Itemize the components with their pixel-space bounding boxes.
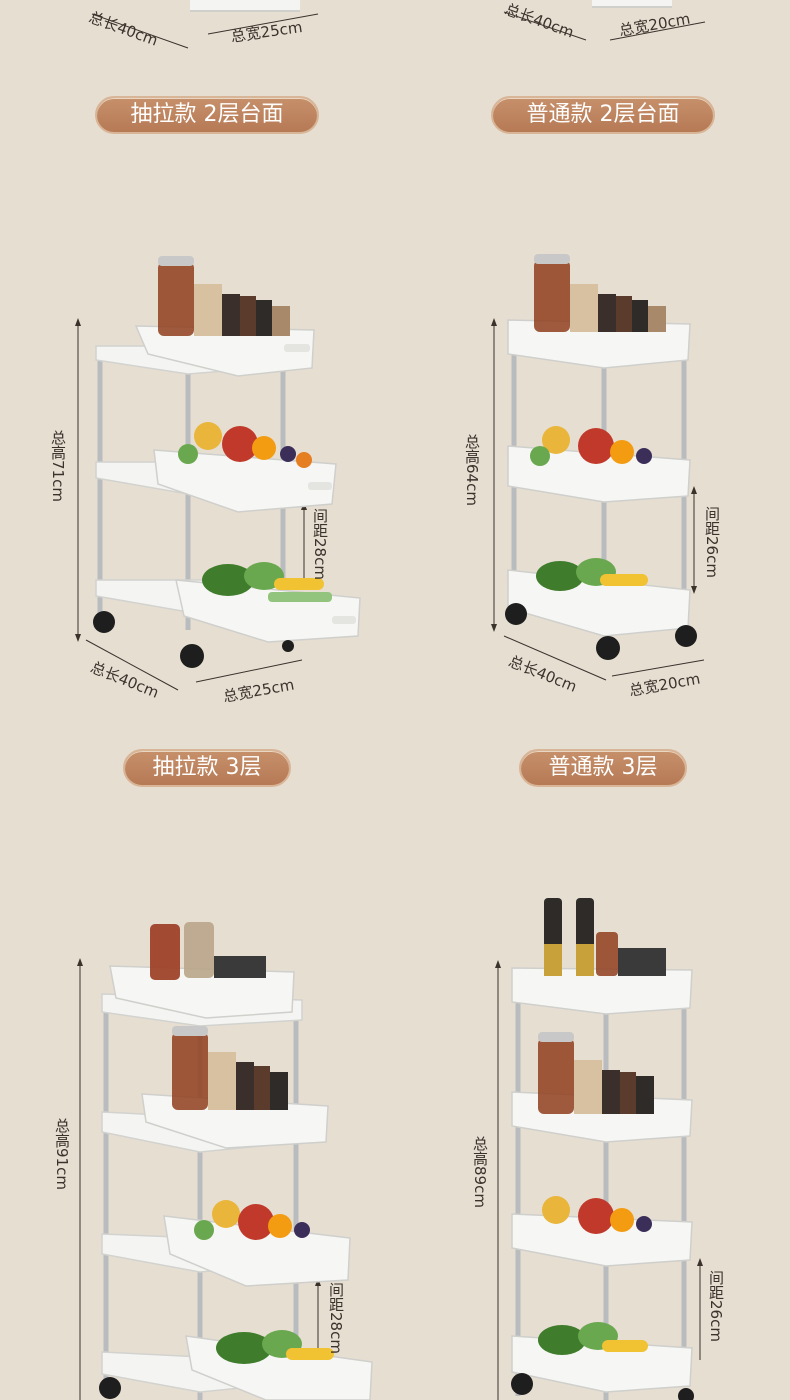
normal-cart-3-image	[511, 898, 694, 1400]
label-normal-3: 普通款 3层	[519, 749, 687, 787]
label-normal-2-top: 普通款 2层台面	[491, 96, 715, 134]
row2-right-gap: 间距26cm	[703, 506, 721, 578]
normal-cart-2-top-image	[505, 254, 697, 660]
row2-left-gap: 间距28cm	[311, 508, 329, 580]
row2-right-height: 总高64cm	[463, 434, 481, 506]
row3-right-height: 总高89cm	[471, 1136, 489, 1208]
drawer-cart-2-top-image	[93, 256, 361, 668]
label-drawer-3: 抽拉款 3层	[123, 749, 291, 787]
row3-left-height: 总高91cm	[53, 1118, 71, 1190]
cart-bottom-left	[190, 0, 300, 12]
row3-right-gap: 间距26cm	[707, 1270, 725, 1342]
drawer-cart-3-image	[99, 922, 373, 1400]
label-drawer-2-top: 抽拉款 2层台面	[95, 96, 319, 134]
row2-left-height: 总高71cm	[49, 430, 67, 502]
row3-left-gap: 间距28cm	[327, 1282, 345, 1354]
cart-bottom-right	[592, 0, 672, 8]
